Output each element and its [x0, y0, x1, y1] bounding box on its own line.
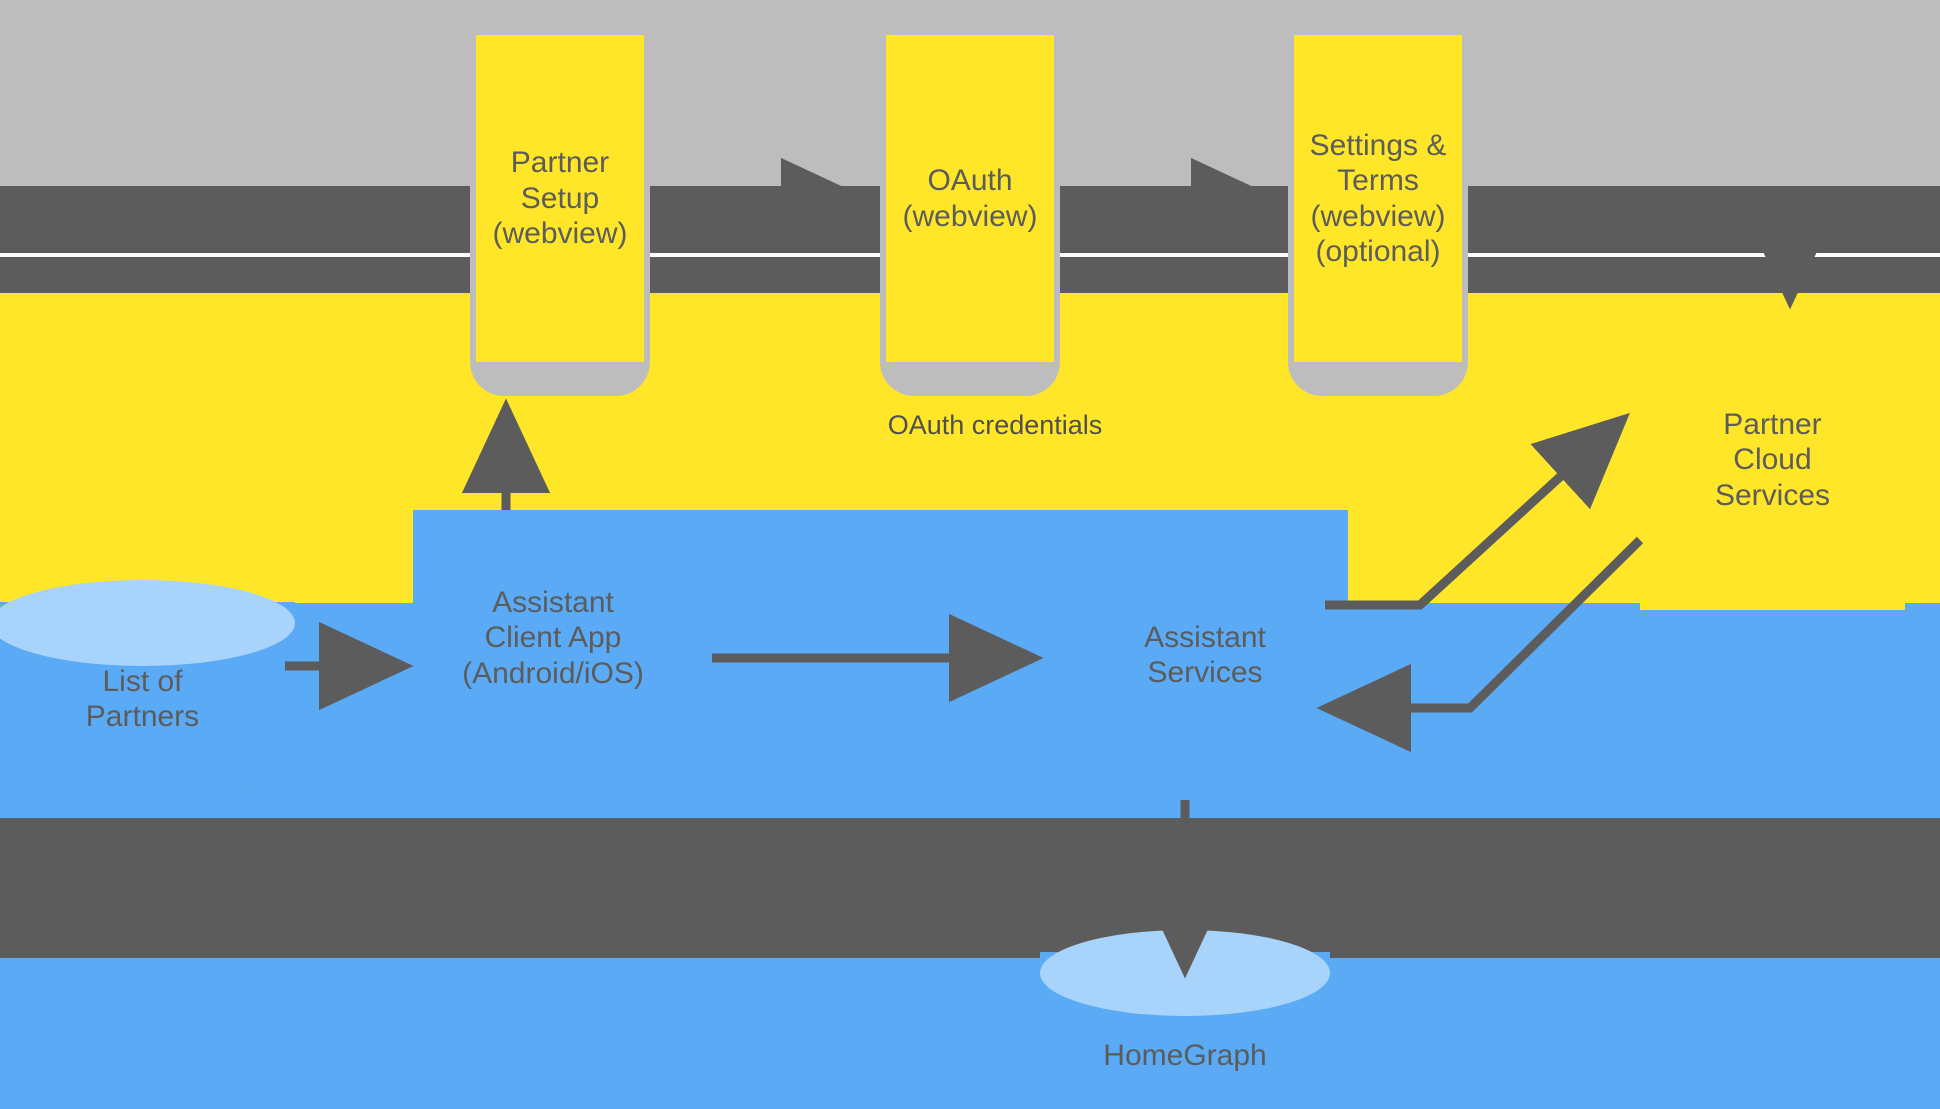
- cylinder-bottom: [0, 708, 295, 798]
- artifact-band-darkgray-3: [0, 818, 1940, 958]
- node-partner-setup[interactable]: Partner Setup (webview): [476, 35, 644, 362]
- cylinder-top: [1040, 930, 1330, 1016]
- node-list-of-partners-label: List of Partners: [85, 665, 200, 734]
- node-assistant-services-label: Assistant Services: [1144, 621, 1266, 690]
- node-list-of-partners[interactable]: List of Partners: [0, 580, 295, 798]
- node-partner-cloud-services[interactable]: Partner Cloud Services: [1640, 310, 1905, 610]
- node-partner-cloud-services-label: Partner Cloud Services: [1714, 407, 1831, 512]
- node-oauth[interactable]: OAuth (webview): [886, 35, 1054, 362]
- node-settings-terms[interactable]: Settings & Terms (webview) (optional): [1294, 35, 1462, 362]
- cylinder-top: [0, 580, 295, 666]
- node-homegraph[interactable]: HomeGraph: [1040, 930, 1330, 1109]
- node-settings-terms-label: Settings & Terms (webview) (optional): [1309, 128, 1447, 268]
- node-partner-setup-label: Partner Setup (webview): [492, 146, 628, 251]
- node-homegraph-label: HomeGraph: [1103, 1039, 1267, 1072]
- node-assistant-client-app-label: Assistant Client App (Android/iOS): [462, 586, 644, 690]
- edge-label-oauth-credentials: OAuth credentials: [887, 410, 1103, 440]
- node-oauth-label: OAuth (webview): [902, 164, 1038, 233]
- artifact-band-blue-bottom: [0, 958, 1940, 1109]
